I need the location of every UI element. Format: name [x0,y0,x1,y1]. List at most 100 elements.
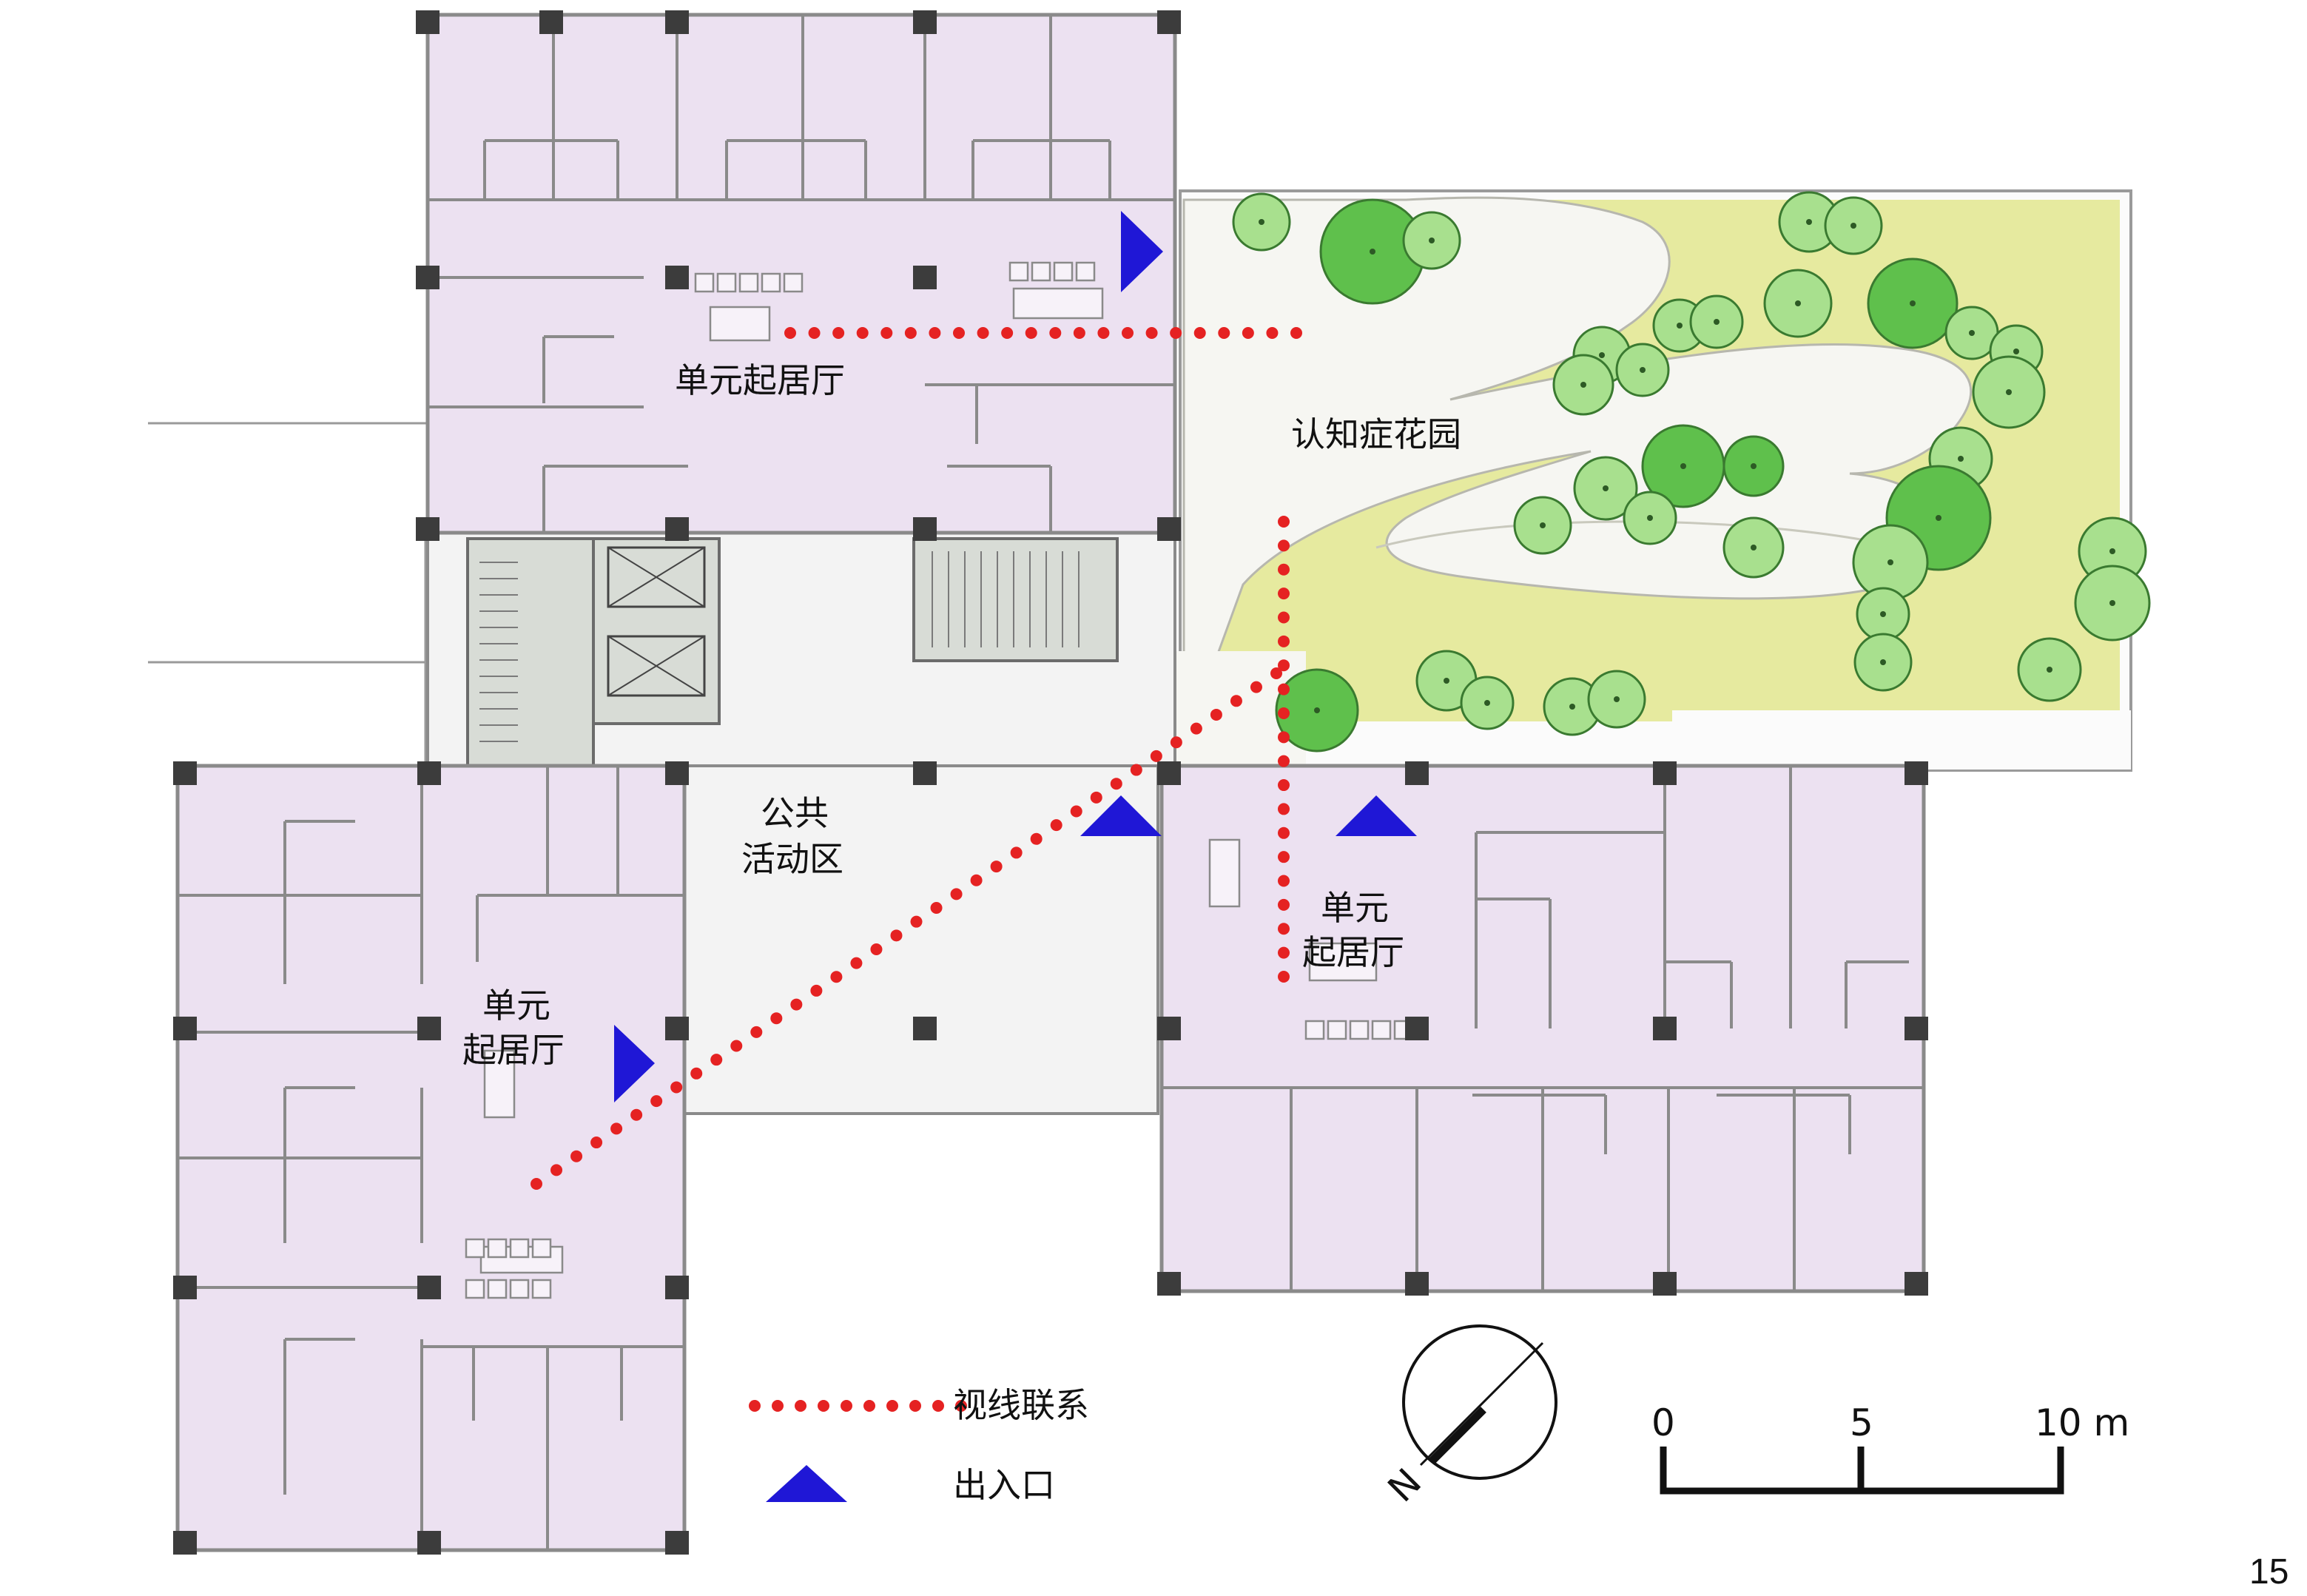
sightline-dot [850,957,863,969]
entrance-marker-east [1336,795,1417,836]
sightline-dot [590,1137,603,1149]
tree-trunk [2013,349,2019,354]
chair [509,1279,530,1299]
chair [783,272,804,293]
table [1208,838,1241,908]
figure-number: 15 [2249,1552,2289,1592]
garden-lawn-cut [1672,710,2131,770]
tree-canopy [1460,676,1515,730]
sightline-dot [1049,327,1062,339]
legend-sightline-swatch [749,1400,967,1412]
sightline-dot [1278,875,1290,887]
tree-canopy [1824,196,1883,255]
sightline-dot [784,327,796,339]
chair [1327,1020,1347,1040]
chair [716,272,737,293]
tree-trunk [1714,319,1720,325]
chair [1008,261,1029,282]
tree-trunk [1647,515,1653,521]
chair [465,1238,485,1259]
sightline-dot [1073,327,1085,339]
structural-column [173,761,197,785]
chair [531,1238,552,1259]
scale-tick-5: 5 [1850,1401,1873,1444]
north-arrow-circle [1402,1324,1557,1480]
tree-trunk [2109,600,2115,606]
sightline-dot [610,1122,623,1135]
elevator-1 [607,546,706,608]
scale-bar: 0 5 10 m [1651,1401,2129,1495]
tree-trunk [1751,545,1757,550]
legend-entrance-label: 出入口 [953,1465,1055,1505]
garden-trees [1232,191,2151,752]
sightline-dot [1050,819,1062,832]
sightline-dot [1150,750,1162,762]
sightline-dot [1278,563,1290,576]
structural-column [913,10,937,34]
site-lines [148,422,429,766]
structural-column [665,10,689,34]
legend-dot [955,1400,967,1412]
sightline-dot [690,1067,703,1080]
sightline-dot [953,327,965,339]
chair [1371,1020,1392,1040]
garden-path [1182,196,1973,714]
scale-tick-10: 10 m [2035,1401,2129,1444]
structural-column [1904,1017,1928,1040]
label-unit-living-east-2: 起居厅 [1302,932,1404,972]
sightline-dot [1278,971,1290,983]
sightline-dot [1010,846,1023,859]
tree-canopy [1615,343,1670,397]
tree-canopy [1623,491,1677,545]
sightline-dot [990,861,1003,873]
structural-column [665,1276,689,1299]
structural-column [1405,1017,1429,1040]
label-unit-living-west-2: 起居厅 [462,1030,565,1070]
tree-trunk [1614,696,1620,702]
entrances [614,211,1417,1102]
sightline-dot [1278,851,1290,863]
sightline-dot [570,1150,583,1162]
structural-column [913,266,937,289]
structural-column [1157,761,1181,785]
entrance-marker-north [1121,211,1163,292]
chair [1031,261,1051,282]
chair [487,1279,508,1299]
structural-column [913,1017,937,1040]
structural-column [665,761,689,785]
sightline-dot [1278,755,1290,767]
tree-trunk [1444,678,1449,684]
tree-trunk [1580,382,1586,388]
sightline-dot [950,888,963,900]
sightline-dot [1278,635,1290,647]
tree-trunk [1599,352,1605,358]
sightline-dot [1090,791,1102,804]
structural-column [1157,517,1181,541]
sightline-dot [830,971,843,983]
structural-column [173,1017,197,1040]
tree-canopy [1856,587,1910,642]
structural-column [417,761,441,785]
structural-column [1157,1017,1181,1040]
sightline-dot [770,1012,783,1025]
tree-trunk [1429,238,1435,243]
tree-canopy [1513,496,1572,555]
label-garden: 认知症花园 [1291,414,1461,454]
scale-tick-0: 0 [1651,1401,1675,1444]
entrance-marker-west [614,1025,655,1102]
legend-sightline-label: 视线联系 [953,1385,1089,1425]
furniture [465,261,1414,1299]
sightline-dot [630,1108,643,1121]
sightline-dot [550,1164,563,1176]
legend-dot [772,1400,784,1412]
tree-trunk [1958,456,1964,462]
tree-canopy [2017,637,2082,702]
structural-column [1653,1272,1677,1296]
sightline-dot [910,915,923,928]
public-activity-area [683,764,1159,1115]
structural-column [1904,1272,1928,1296]
tree-trunk [1887,559,1893,565]
sightline-dot [1270,667,1282,679]
sightline-dot [1070,805,1082,818]
